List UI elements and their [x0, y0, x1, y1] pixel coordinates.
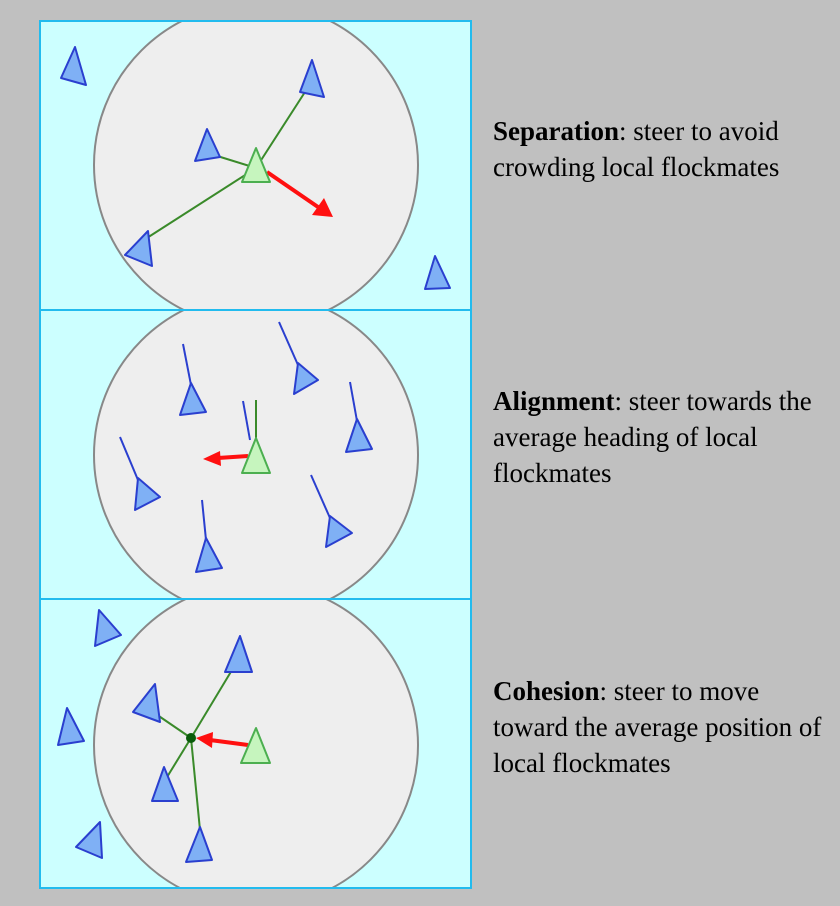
- cohesion-term: Cohesion: [493, 676, 600, 706]
- separation-focal-boid: [241, 147, 271, 183]
- cohesion-steer-arrowhead: [196, 732, 213, 748]
- alignment-steer-arrowhead: [203, 451, 221, 466]
- separation-caption: Separation: steer to avoid crowding loca…: [493, 113, 833, 185]
- separation-panel: [39, 20, 472, 311]
- separation-steer-arrow: [265, 170, 320, 209]
- cohesion-link-line: [190, 737, 201, 831]
- separation-steer-arrowhead: [312, 198, 333, 217]
- heading-line: [119, 436, 139, 481]
- flockmate-boid: [299, 59, 325, 98]
- cohesion-panel-border: [39, 598, 472, 889]
- alignment-focal-boid: [241, 437, 271, 474]
- flockmate-boid: [224, 635, 253, 673]
- alignment-description: : steer towards the average heading of l…: [493, 386, 812, 488]
- cohesion-panel: [39, 598, 472, 889]
- heading-line: [349, 381, 358, 422]
- alignment-term: Alignment: [493, 386, 615, 416]
- cohesion-centroid-dot: [186, 733, 196, 743]
- separation-term: Separation: [493, 116, 620, 146]
- heading-line: [182, 343, 192, 386]
- heading-line: [242, 400, 251, 441]
- flockmate-boid: [293, 362, 319, 395]
- heading-line: [278, 321, 299, 366]
- flockmate-boid: [424, 255, 451, 290]
- separation-link-line: [255, 91, 306, 169]
- flockmate-boid: [124, 230, 153, 267]
- flockmate-boid: [57, 707, 85, 746]
- cohesion-description: : steer to move toward the average posit…: [493, 676, 822, 778]
- alignment-heading-lines: [119, 321, 358, 541]
- cohesion-link-line: [163, 737, 192, 783]
- flockmate-boid: [345, 418, 373, 453]
- separation-description: : steer to avoid crowding local flockmat…: [493, 116, 780, 182]
- cohesion-link-line: [190, 669, 233, 739]
- cohesion-focal-boid: [240, 727, 271, 764]
- flockmate-boid: [179, 382, 207, 416]
- alignment-panel: [39, 309, 472, 600]
- flockmate-boid: [75, 821, 103, 859]
- flockmate-boid: [195, 537, 223, 573]
- heading-line: [310, 474, 331, 519]
- flockmate-boid: [132, 683, 161, 723]
- flockmate-boid: [60, 46, 87, 86]
- flockmate-boid: [185, 826, 213, 863]
- alignment-caption: Alignment: steer towards the average hea…: [493, 383, 833, 491]
- flockmate-boid: [151, 766, 179, 802]
- alignment-flockmates: [134, 362, 373, 573]
- cohesion-steer-arrow: [209, 738, 249, 747]
- alignment-steer-arrow: [217, 454, 249, 460]
- cohesion-caption: Cohesion: steer to move toward the avera…: [493, 673, 833, 781]
- separation-link-line: [135, 167, 257, 246]
- separation-flockmates: [60, 46, 451, 290]
- flockmate-boid: [325, 515, 353, 548]
- cohesion-flockmates: [57, 609, 253, 863]
- flockmate-boid: [194, 128, 221, 162]
- flockmate-boid: [94, 609, 122, 647]
- heading-line: [201, 499, 207, 541]
- flockmate-boid: [134, 477, 161, 511]
